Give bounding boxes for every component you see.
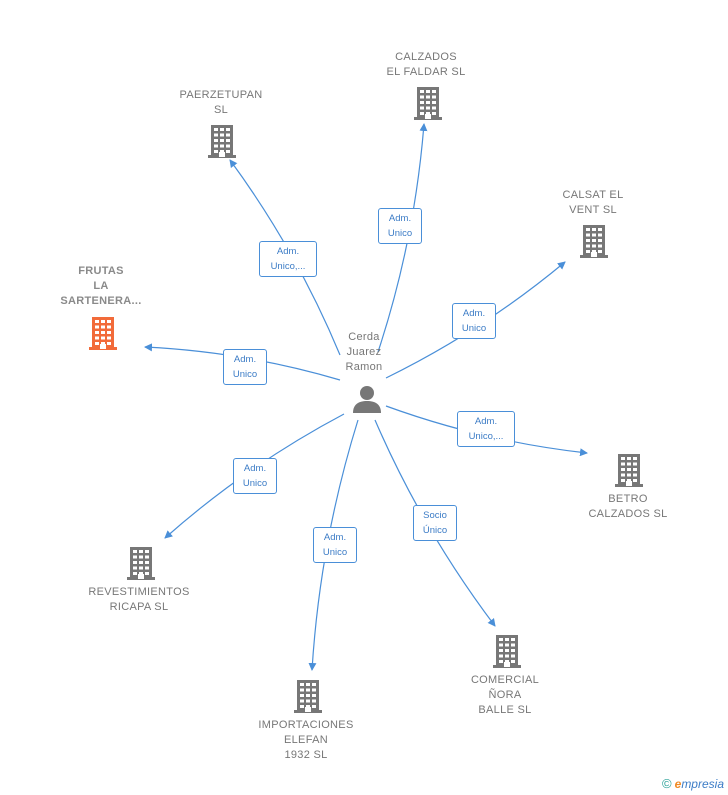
company-label-calzados-faldar[interactable]: CALZADOS EL FALDAR SL [386, 51, 466, 78]
building-icon-revestimientos-ricapa[interactable] [125, 545, 157, 581]
building-icon-frutas-sartenera[interactable] [87, 315, 119, 351]
building-icon-calsat-vent[interactable] [578, 223, 610, 259]
brand-logo-text: mpresia [681, 777, 724, 791]
company-label-calsat-vent[interactable]: CALSAT EL VENT SL [562, 189, 624, 216]
building-icon-calzados-faldar[interactable] [412, 85, 444, 121]
edge-label-importaciones-elefan[interactable]: Adm. Unico [313, 527, 357, 563]
company-label-paerzetupan[interactable]: PAERZETUPAN SL [179, 89, 263, 116]
building-icon-comercial-nora[interactable] [491, 633, 523, 669]
brand-logo-e: e [674, 777, 682, 791]
edge-label-calzados-faldar[interactable]: Adm. Unico [378, 208, 422, 244]
copyright-symbol: © [662, 776, 672, 791]
building-icon-betro-calzados[interactable] [613, 452, 645, 488]
company-label-betro-calzados[interactable]: BETRO CALZADOS SL [588, 493, 668, 520]
person-icon[interactable] [352, 384, 382, 414]
edge-label-frutas-sartenera[interactable]: Adm. Unico [223, 349, 267, 385]
building-icon-paerzetupan[interactable] [206, 123, 238, 159]
edge-label-calsat-vent[interactable]: Adm. Unico [452, 303, 496, 339]
edge-label-comercial-nora[interactable]: Socio Único [413, 505, 457, 541]
company-label-frutas-sartenera[interactable]: FRUTAS LA SARTENERA... [60, 265, 142, 307]
building-icon-importaciones-elefan[interactable] [292, 678, 324, 714]
footer-brand: ©empresia [662, 776, 724, 791]
company-label-importaciones-elefan[interactable]: IMPORTACIONES ELEFAN 1932 SL [258, 719, 354, 761]
company-label-comercial-nora[interactable]: COMERCIAL ÑORA BALLE SL [470, 674, 540, 716]
edge-label-revestimientos-ricapa[interactable]: Adm. Unico [233, 458, 277, 494]
edge-label-paerzetupan[interactable]: Adm. Unico,... [259, 241, 317, 277]
person-label: Cerda Juarez Ramon [345, 331, 383, 373]
edge-label-betro-calzados[interactable]: Adm. Unico,... [457, 411, 515, 447]
company-label-revestimientos-ricapa[interactable]: REVESTIMIENTOS RICAPA SL [88, 586, 190, 613]
